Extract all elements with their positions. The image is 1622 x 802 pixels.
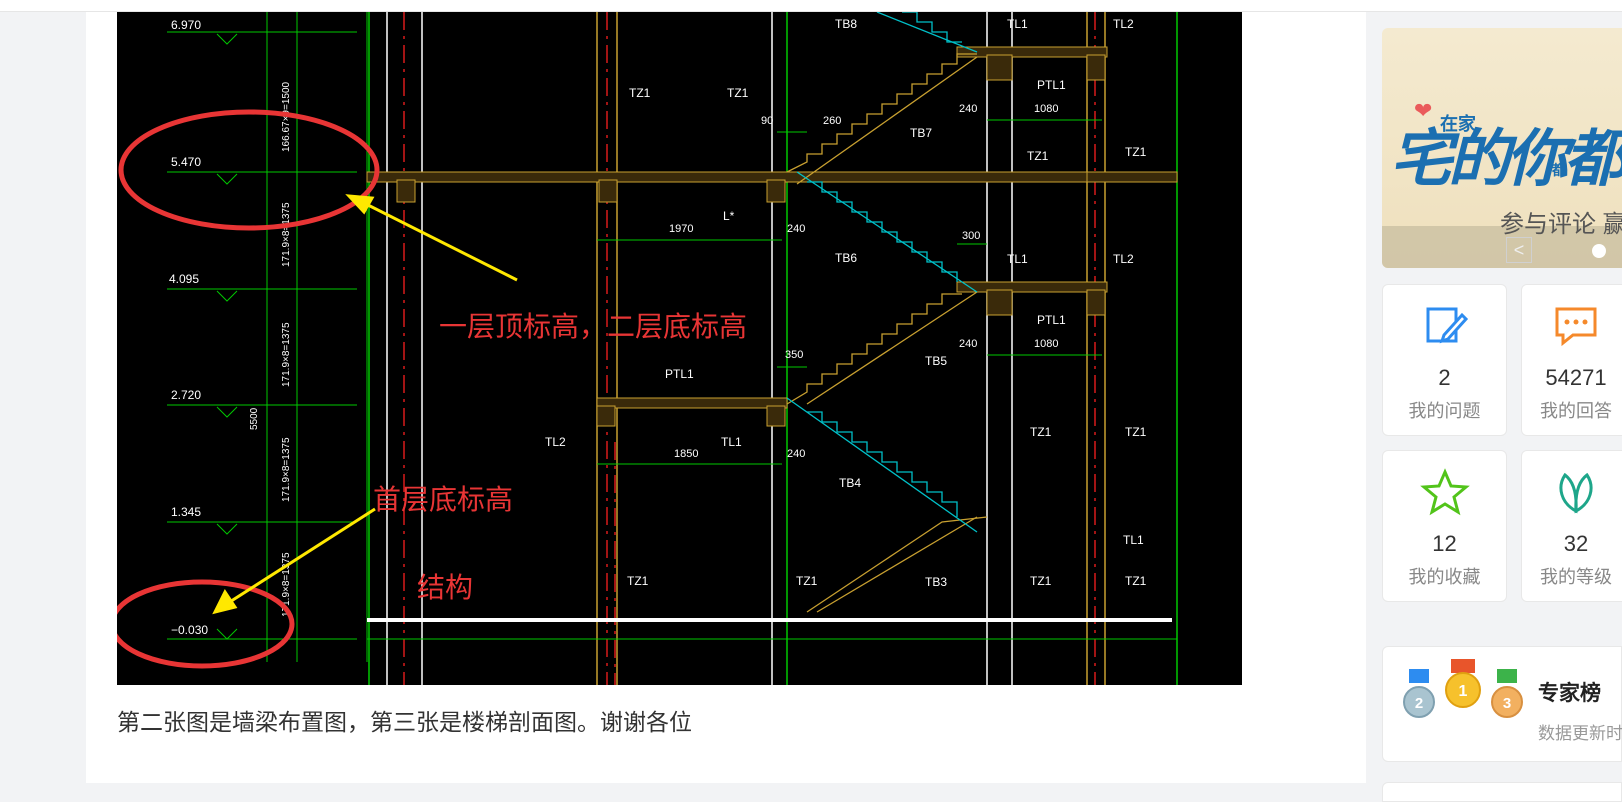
elev-label: −0.030 <box>171 623 208 637</box>
dim-text: 171.9×8=1375 <box>281 202 292 267</box>
banner-tag: 都 <box>1552 162 1566 178</box>
banner-control-bar <box>1382 226 1622 268</box>
dim-value: 300 <box>962 230 980 242</box>
dim-text: 171.9×8=1375 <box>281 552 292 617</box>
cad-label: TL1 <box>721 435 742 449</box>
cad-label: PTL1 <box>665 367 694 381</box>
cad-label: TB3 <box>925 575 947 589</box>
cad-label: L* <box>723 209 735 223</box>
cad-label: TZ1 <box>1125 425 1147 439</box>
card-label: 我的问题 <box>1408 401 1481 421</box>
post-caption: 第二张图是墙梁布置图，第三张是楼梯剖面图。谢谢各位 <box>117 709 692 735</box>
chat-bubble-icon <box>1522 301 1622 355</box>
top-bar <box>0 0 1622 12</box>
cad-label: TL1 <box>1007 252 1028 266</box>
dim-value: 240 <box>787 223 805 235</box>
dim-value: 90 <box>761 115 773 127</box>
dim-value: 240 <box>959 103 977 115</box>
cad-label: TZ1 <box>1030 574 1052 588</box>
cad-label: TL2 <box>1113 252 1134 266</box>
medal-icon: 2 1 3 <box>1403 659 1523 718</box>
expert-title: 专家榜 <box>1538 682 1601 705</box>
medal-rank: 3 <box>1503 695 1511 712</box>
cad-label: TZ1 <box>1125 145 1147 159</box>
cad-label: TZ1 <box>627 574 649 588</box>
cad-label: TB7 <box>910 126 932 140</box>
cad-label: TB8 <box>835 17 857 31</box>
card-value: 54271 <box>1545 365 1607 390</box>
cad-label: TL1 <box>1123 533 1144 547</box>
cad-label: TB6 <box>835 251 857 265</box>
cad-label: TL1 <box>1007 17 1028 31</box>
heart-icon: ❤ <box>1414 98 1433 123</box>
elev-label: 6.970 <box>171 18 201 32</box>
chevron-left-icon[interactable]: < <box>1506 237 1532 263</box>
cad-label: TZ1 <box>629 86 651 100</box>
carousel-dot[interactable] <box>1592 244 1606 258</box>
cad-label: TZ1 <box>727 86 749 100</box>
dim-text: 171.9×8=1375 <box>281 322 292 387</box>
dim-value: 260 <box>823 115 841 127</box>
card-value: 12 <box>1432 531 1457 556</box>
annotation-structure: 结构 <box>417 572 473 603</box>
annotation-bottom: 首层底标高 <box>373 484 513 515</box>
card-my-level[interactable]: 32 我的等级 <box>1521 450 1622 602</box>
card-label: 我的回答 <box>1540 401 1612 421</box>
highlight-ellipse-top <box>118 109 380 231</box>
dim-value: 1970 <box>669 223 693 235</box>
card-value: 2 <box>1438 365 1451 390</box>
card-my-questions[interactable]: 2 我的问题 <box>1382 284 1507 436</box>
cad-label: TZ1 <box>796 574 818 588</box>
medal-rank: 2 <box>1415 695 1423 712</box>
cad-label: TB4 <box>839 476 861 490</box>
card-my-favorites[interactable]: 12 我的收藏 <box>1382 450 1507 602</box>
expert-subtitle: 数据更新时 <box>1538 724 1622 743</box>
cad-label: TZ1 <box>1030 425 1052 439</box>
expert-ranking-card[interactable]: 2 1 3 专家榜 数据更新时 <box>1382 646 1622 762</box>
annotation-top: 一层顶标高，二层底标高 <box>439 311 747 342</box>
cad-drawing-svg: 6.970 5.470 4.095 2.720 1.345 −0.030 166… <box>117 12 1178 685</box>
card-label: 我的等级 <box>1540 567 1612 587</box>
cad-label: TB5 <box>925 354 947 368</box>
cad-label: PTL1 <box>1037 313 1066 327</box>
next-card <box>1382 782 1622 802</box>
elev-label: 4.095 <box>169 272 199 286</box>
card-value: 32 <box>1563 531 1589 556</box>
dim-value: 1080 <box>1034 338 1058 350</box>
dim-text: 5500 <box>249 407 260 430</box>
medal-rank: 1 <box>1459 683 1468 700</box>
dim-value: 350 <box>785 349 803 361</box>
leaf-icon <box>1522 467 1622 521</box>
star-icon <box>1383 467 1506 521</box>
cad-label: TZ1 <box>1125 574 1147 588</box>
cad-label: TZ1 <box>1027 149 1049 163</box>
cad-label: TL2 <box>1113 17 1134 31</box>
card-label: 我的收藏 <box>1408 567 1481 587</box>
elev-label: 1.345 <box>171 505 201 519</box>
card-my-answers[interactable]: 54271 我的回答 <box>1521 284 1622 436</box>
dim-text: 171.9×8=1375 <box>281 437 292 502</box>
elev-label: 5.470 <box>171 155 201 169</box>
dim-value: 240 <box>787 448 805 460</box>
highlight-ellipse-bottom <box>117 579 295 669</box>
elev-label: 2.720 <box>171 388 201 402</box>
cad-label: TL2 <box>545 435 566 449</box>
dim-value: 240 <box>959 338 977 350</box>
dim-value: 1850 <box>674 448 698 460</box>
edit-note-icon <box>1383 301 1506 355</box>
banner-subtitle: 参与评论 赢 <box>1500 211 1622 238</box>
banner-tag: 在家 <box>1440 114 1476 134</box>
cad-label: PTL1 <box>1037 78 1066 92</box>
dim-value: 1080 <box>1034 103 1058 115</box>
stair-section-drawing[interactable]: 6.970 5.470 4.095 2.720 1.345 −0.030 166… <box>117 12 1242 685</box>
